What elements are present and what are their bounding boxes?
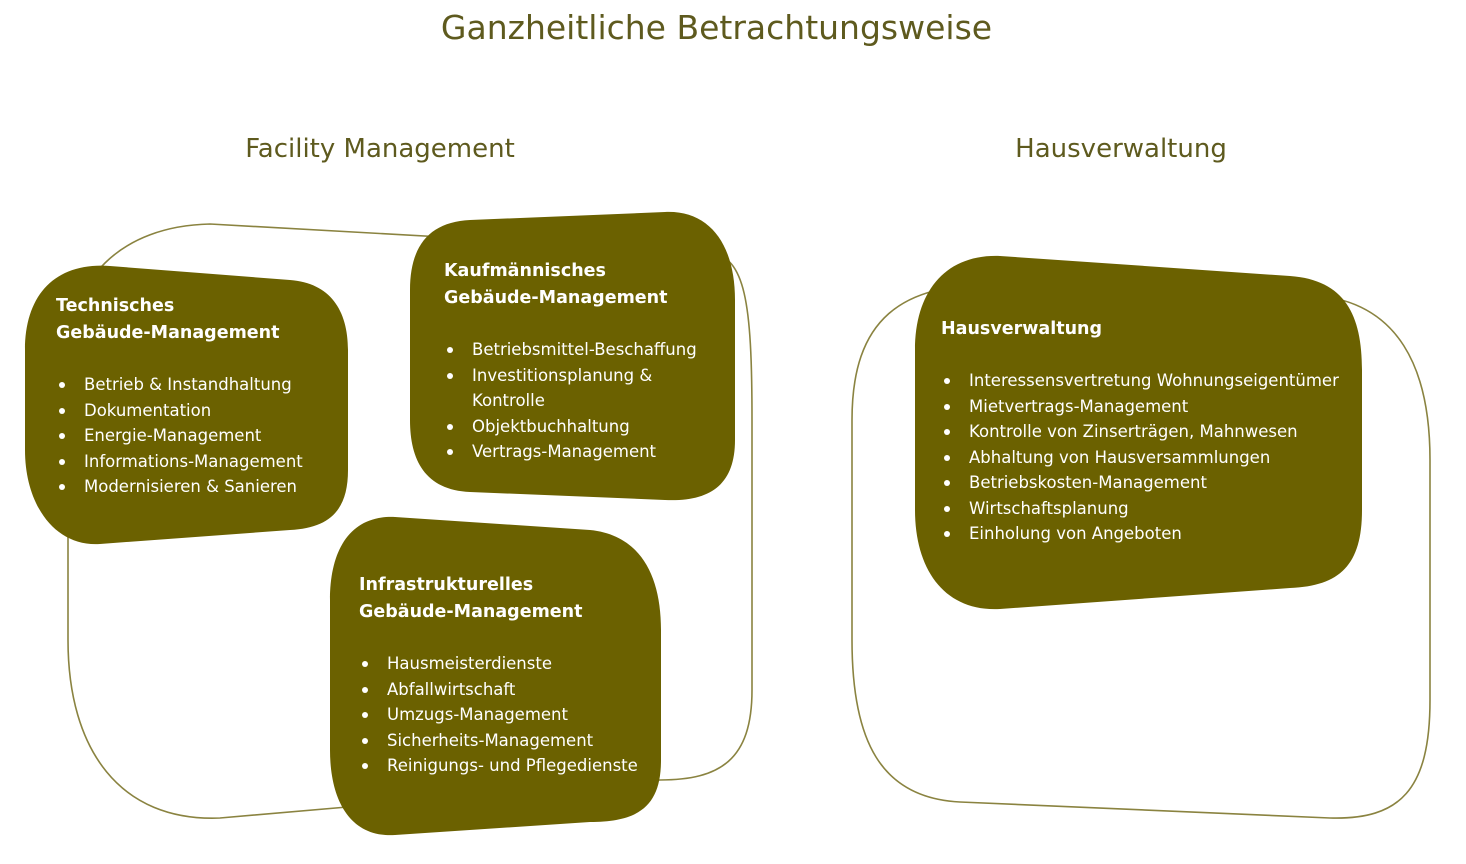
list-item: Abhaltung von Hausversammlungen (941, 445, 1339, 471)
kaufmaennisch-list: Betriebsmittel-Beschaffung Investitionsp… (444, 337, 697, 465)
list-item: Umzugs-Management (359, 702, 638, 728)
infrastrukturell-list: Hausmeisterdienste Abfallwirtschaft Umzu… (359, 651, 638, 779)
list-item: Sicherheits-Management (359, 728, 638, 754)
list-item: Investitionsplanung & (444, 363, 697, 389)
list-item: Objektbuchhaltung (444, 414, 697, 440)
infrastrukturell-title-line-1: Infrastrukturelles (359, 575, 534, 595)
list-item: Betriebskosten-Management (941, 470, 1339, 496)
technisches-title-line-2: Gebäude-Management (56, 323, 280, 343)
technisches-gebaeude-management-box: Technisches Gebäude-Management Betrieb &… (56, 293, 303, 500)
list-item: Vertrags-Management (444, 439, 697, 465)
kaufmaennisches-gebaeude-management-box: Kaufmännisches Gebäude-Management Betrie… (444, 258, 697, 465)
list-item: Abfallwirtschaft (359, 677, 638, 703)
technisches-box-shape (25, 265, 348, 545)
list-item: Kontrolle von Zinserträgen, Mahnwesen (941, 419, 1339, 445)
technisches-title-line-1: Technisches (56, 296, 175, 316)
hausverwaltung-box: Hausverwaltung Interessensvertretung Woh… (941, 316, 1339, 547)
list-item: Reinigungs- und Pflegedienste (359, 753, 638, 779)
hausverwaltung-title: Hausverwaltung (1015, 134, 1227, 164)
infrastrukturelles-gebaeude-management-box: Infrastrukturelles Gebäude-Management Ha… (359, 572, 638, 779)
list-item: Informations-Management (56, 449, 303, 475)
hausverwaltung-box-title-line: Hausverwaltung (941, 319, 1103, 339)
list-item: Betriebsmittel-Beschaffung (444, 337, 697, 363)
list-item: Dokumentation (56, 398, 303, 424)
list-item: Einholung von Angeboten (941, 521, 1339, 547)
hausverwaltung-outline (851, 284, 1431, 819)
list-item: Hausmeisterdienste (359, 651, 638, 677)
technisches-list: Betrieb & Instandhaltung Dokumentation E… (56, 372, 303, 500)
kaufmaennisch-title-line-1: Kaufmännisches (444, 261, 606, 281)
hausverwaltung-box-title: Hausverwaltung (941, 316, 1339, 343)
page-title: Ganzheitliche Betrachtungsweise (440, 8, 993, 47)
infrastrukturell-title-line-2: Gebäude-Management (359, 602, 583, 622)
hausverwaltung-list: Interessensvertretung Wohnungseigentümer… (941, 368, 1339, 547)
list-item: Modernisieren & Sanieren (56, 474, 303, 500)
kaufmaennisch-title-line-2: Gebäude-Management (444, 288, 668, 308)
kaufmaennisch-box-title: Kaufmännisches Gebäude-Management (444, 258, 697, 312)
kaufmaennisch-box-shape (410, 211, 735, 501)
list-item: Wirtschaftsplanung (941, 496, 1339, 522)
technisches-box-title: Technisches Gebäude-Management (56, 293, 303, 347)
facility-management-title: Facility Management (245, 134, 515, 164)
hausverwaltung-box-shape (915, 255, 1362, 610)
infrastrukturell-box-title: Infrastrukturelles Gebäude-Management (359, 572, 638, 626)
list-item: Energie-Management (56, 423, 303, 449)
infrastrukturell-box-shape (330, 516, 661, 836)
list-item: Interessensvertretung Wohnungseigentümer (941, 368, 1339, 394)
list-item: Betrieb & Instandhaltung (56, 372, 303, 398)
list-item-continuation: Kontrolle (472, 391, 545, 410)
list-item: Mietvertrags-Management (941, 394, 1339, 420)
